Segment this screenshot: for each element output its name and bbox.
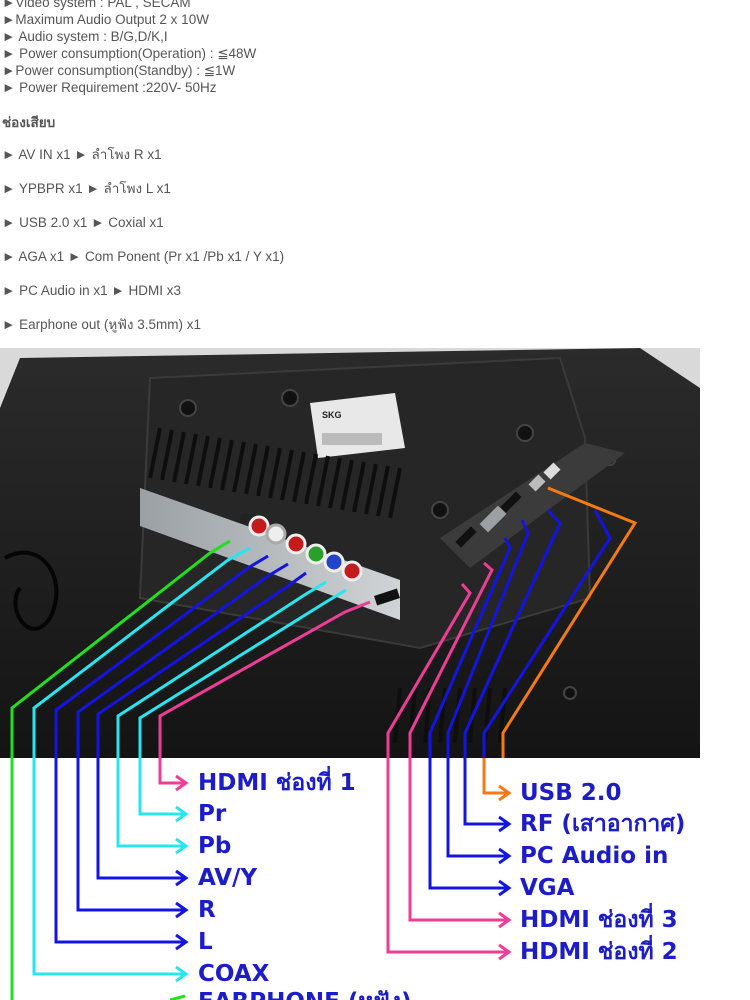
legend-pc-audio: PC Audio in	[520, 843, 669, 869]
port-line-aga: ► AGA x1 ► Com Ponent (Pr x1 /Pb x1 / Y …	[2, 249, 285, 264]
legend-rf: RF (เสาอากาศ)	[520, 811, 686, 837]
ports-section-title: ช่องเสียบ	[2, 115, 56, 130]
port-line-pc-audio: ► PC Audio in x1 ► HDMI x3	[2, 283, 182, 298]
legend-hdmi-3: HDMI ช่องที่ 3	[520, 907, 678, 933]
tv-back-illustration: SKG	[0, 348, 700, 758]
port-line-ypbpr: ► YPBPR x1 ► ลำโพง L x1	[2, 181, 171, 196]
legend-av-y: AV/Y	[198, 865, 258, 891]
legend-arrows	[10, 758, 512, 1000]
spec-video-system: ►Video system : PAL , SECAM	[2, 0, 191, 10]
port-line-av-in: ► AV IN x1 ► ลำโพง R x1	[2, 147, 162, 162]
port-legend: HDMI ช่องที่ 1 Pr Pb AV/Y R L COAX EARPH…	[0, 758, 750, 1000]
spec-power-operation: ► Power consumption(Operation) : ≦48W	[2, 46, 257, 61]
legend-hdmi-1: HDMI ช่องที่ 1	[198, 770, 356, 796]
legend-hdmi-2: HDMI ช่องที่ 2	[520, 939, 678, 965]
legend-usb: USB 2.0	[520, 780, 622, 806]
spec-power-standby: ►Power consumption(Standby) : ≦1W	[2, 63, 236, 78]
legend-pr: Pr	[198, 801, 227, 827]
legend-l: L	[198, 929, 213, 955]
legend-coax: COAX	[198, 961, 270, 987]
legend-pb: Pb	[198, 833, 232, 859]
legend-earphone: EARPHONE (หูฟัง)	[198, 989, 412, 1000]
spec-audio-output: ►Maximum Audio Output 2 x 10W	[2, 12, 209, 27]
legend-vga: VGA	[520, 875, 575, 901]
port-line-usb: ► USB 2.0 x1 ► Coxial x1	[2, 215, 164, 230]
spec-audio-system: ► Audio system : B/G,D/K,I	[2, 29, 168, 44]
spec-power-requirement: ► Power Requirement :220V- 50Hz	[2, 80, 217, 95]
tv-back-panel-photo: SKG	[0, 348, 700, 758]
sticker-brand: SKG	[322, 410, 342, 420]
port-line-earphone: ► Earphone out (หูฟัง 3.5mm) x1	[2, 317, 201, 332]
legend-r: R	[198, 897, 216, 923]
